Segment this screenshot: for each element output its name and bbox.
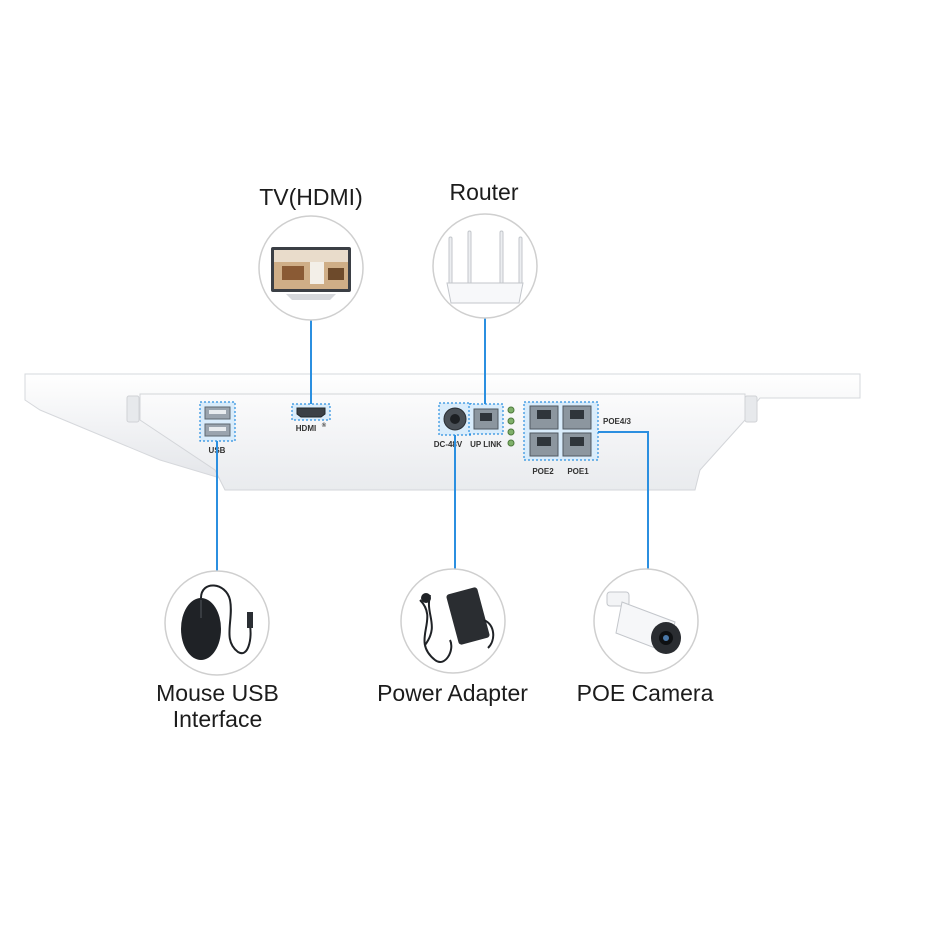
power-label: Power Adapter	[377, 680, 528, 706]
camera-poe-wire	[598, 431, 649, 571]
poe2-label: POE2	[532, 467, 554, 476]
mouse-label-line2: Interface	[172, 706, 263, 732]
tv-label: TV(HDMI)	[259, 184, 363, 210]
poe1-label: POE1	[567, 467, 589, 476]
status-leds	[507, 406, 515, 447]
router-icon	[432, 213, 538, 319]
dc-power-port[interactable]	[438, 402, 472, 436]
mouse-label-line1: Mouse USB	[156, 680, 279, 706]
mouse-label: Mouse USB Interface	[135, 680, 300, 732]
poe-camera-icon	[593, 568, 699, 674]
uplink-port[interactable]	[468, 403, 504, 435]
hdmi-port-label: HDMI	[296, 424, 316, 433]
dc-port-label: DC-48V	[434, 440, 463, 449]
tv-icon	[258, 215, 364, 321]
poe43-label: POE4/3	[603, 417, 632, 426]
hdmi-port[interactable]	[291, 403, 331, 421]
camera-label: POE Camera	[576, 680, 714, 706]
usb-port[interactable]	[199, 401, 236, 442]
uplink-port-label: UP LINK	[470, 440, 502, 449]
router-label: Router	[449, 179, 519, 205]
poe-ports[interactable]	[523, 401, 599, 461]
mouse-icon	[164, 570, 270, 676]
hdmi-registered-mark: ®	[322, 422, 327, 429]
power-adapter-icon	[400, 568, 506, 674]
